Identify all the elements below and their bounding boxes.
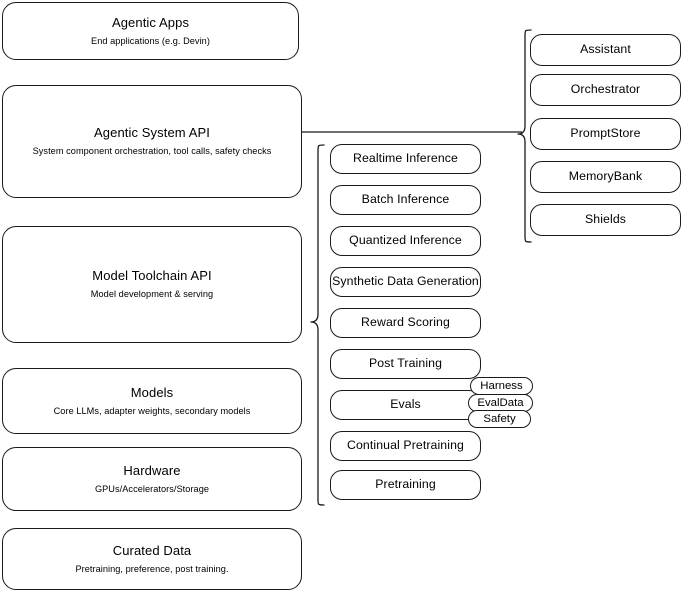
component-realtime-inference[interactable]: Realtime Inference	[330, 144, 481, 174]
layer-subtitle: Core LLMs, adapter weights, secondary mo…	[53, 405, 251, 416]
pill-label: Harness	[480, 380, 523, 392]
component-label: Batch Inference	[361, 192, 450, 207]
layer-title: Model Toolchain API	[92, 268, 212, 284]
layer-hardware[interactable]: Hardware GPUs/Accelerators/Storage	[2, 447, 302, 511]
component-orchestrator[interactable]: Orchestrator	[530, 74, 681, 106]
layer-subtitle: End applications (e.g. Devin)	[91, 35, 210, 46]
layer-title: Agentic Apps	[111, 14, 190, 30]
layer-title: Curated Data	[112, 542, 192, 558]
component-label: Shields	[584, 212, 627, 227]
component-quantized-inference[interactable]: Quantized Inference	[330, 226, 481, 256]
evals-subcomponent-safety[interactable]: Safety	[468, 410, 531, 428]
component-label: Post Training	[368, 356, 443, 371]
component-post-training[interactable]: Post Training	[330, 349, 481, 379]
layer-subtitle: Model development & serving	[90, 289, 214, 300]
layer-model-toolchain-api[interactable]: Model Toolchain API Model development & …	[2, 226, 302, 343]
component-batch-inference[interactable]: Batch Inference	[330, 185, 481, 215]
layer-subtitle: Pretraining, preference, post training.	[75, 563, 229, 574]
layer-title: Hardware	[123, 462, 181, 478]
layer-subtitle: System component orchestration, tool cal…	[32, 146, 272, 157]
layer-title: Models	[130, 384, 174, 400]
component-label: Pretraining	[375, 477, 436, 492]
component-label: Evals	[390, 397, 421, 412]
pill-label: Safety	[483, 413, 516, 425]
brace-model-toolchain	[310, 144, 325, 506]
component-label: Assistant	[580, 42, 631, 57]
component-pretraining[interactable]: Pretraining	[330, 470, 481, 500]
component-label: Orchestrator	[570, 82, 641, 97]
component-reward-scoring[interactable]: Reward Scoring	[330, 308, 481, 338]
component-label: Continual Pretraining	[347, 438, 464, 453]
layer-curated-data[interactable]: Curated Data Pretraining, preference, po…	[2, 528, 302, 590]
component-evals[interactable]: Evals	[330, 390, 481, 420]
component-promptstore[interactable]: PromptStore	[530, 118, 681, 150]
component-assistant[interactable]: Assistant	[530, 34, 681, 66]
layer-title: Agentic System API	[94, 125, 210, 141]
layer-agentic-system-api[interactable]: Agentic System API System component orch…	[2, 85, 302, 198]
evals-subcomponent-harness[interactable]: Harness	[470, 377, 533, 395]
component-synthetic-data-generation[interactable]: Synthetic Data Generation	[330, 267, 481, 297]
component-continual-pretraining[interactable]: Continual Pretraining	[330, 431, 481, 461]
layer-agentic-apps[interactable]: Agentic Apps End applications (e.g. Devi…	[2, 2, 299, 60]
connector-agentic-system-api	[301, 131, 522, 133]
component-label: Synthetic Data Generation	[332, 274, 479, 289]
component-label: Reward Scoring	[361, 315, 450, 330]
component-label: Quantized Inference	[349, 233, 462, 248]
layer-subtitle: GPUs/Accelerators/Storage	[94, 483, 210, 494]
component-label: PromptStore	[570, 126, 641, 141]
layer-models[interactable]: Models Core LLMs, adapter weights, secon…	[2, 368, 302, 434]
pill-label: EvalData	[477, 397, 524, 409]
component-memorybank[interactable]: MemoryBank	[530, 161, 681, 193]
component-label: Realtime Inference	[352, 151, 458, 166]
component-shields[interactable]: Shields	[530, 204, 681, 236]
component-label: MemoryBank	[568, 169, 643, 184]
